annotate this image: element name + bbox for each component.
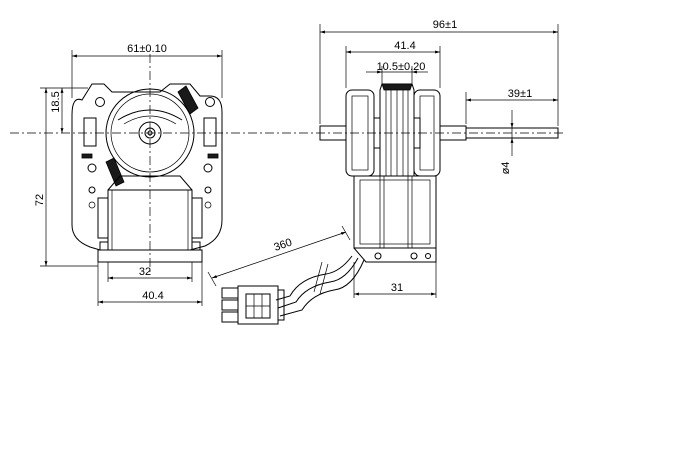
side-view	[319, 83, 559, 263]
dim-overall-length: 96±1	[433, 19, 457, 31]
dim-side-body-width: 41.4	[394, 40, 415, 52]
dim-shaft-center: 10.5±0.20	[377, 61, 426, 73]
dim-front-upper: 18.5	[50, 91, 62, 112]
side-dimensions: 96±1 41.4 10.5±0.20 39±1 ø4 31	[319, 19, 559, 298]
cable-assembly: 360	[207, 225, 365, 325]
dim-front-width: 61±0.10	[127, 43, 167, 55]
dim-side-bottom-width: 31	[391, 282, 403, 294]
dim-shaft-diameter: ø4	[500, 162, 512, 175]
dim-coil-width: 32	[139, 266, 151, 278]
front-dimensions: 61±0.10 72 18.5 32 40.4	[34, 43, 223, 306]
dim-bracket-width: 40.4	[142, 290, 163, 302]
dim-shaft-length: 39±1	[508, 88, 532, 100]
dim-front-height: 72	[34, 194, 46, 206]
dim-cable-length: 360	[272, 237, 293, 254]
front-view	[71, 54, 223, 272]
